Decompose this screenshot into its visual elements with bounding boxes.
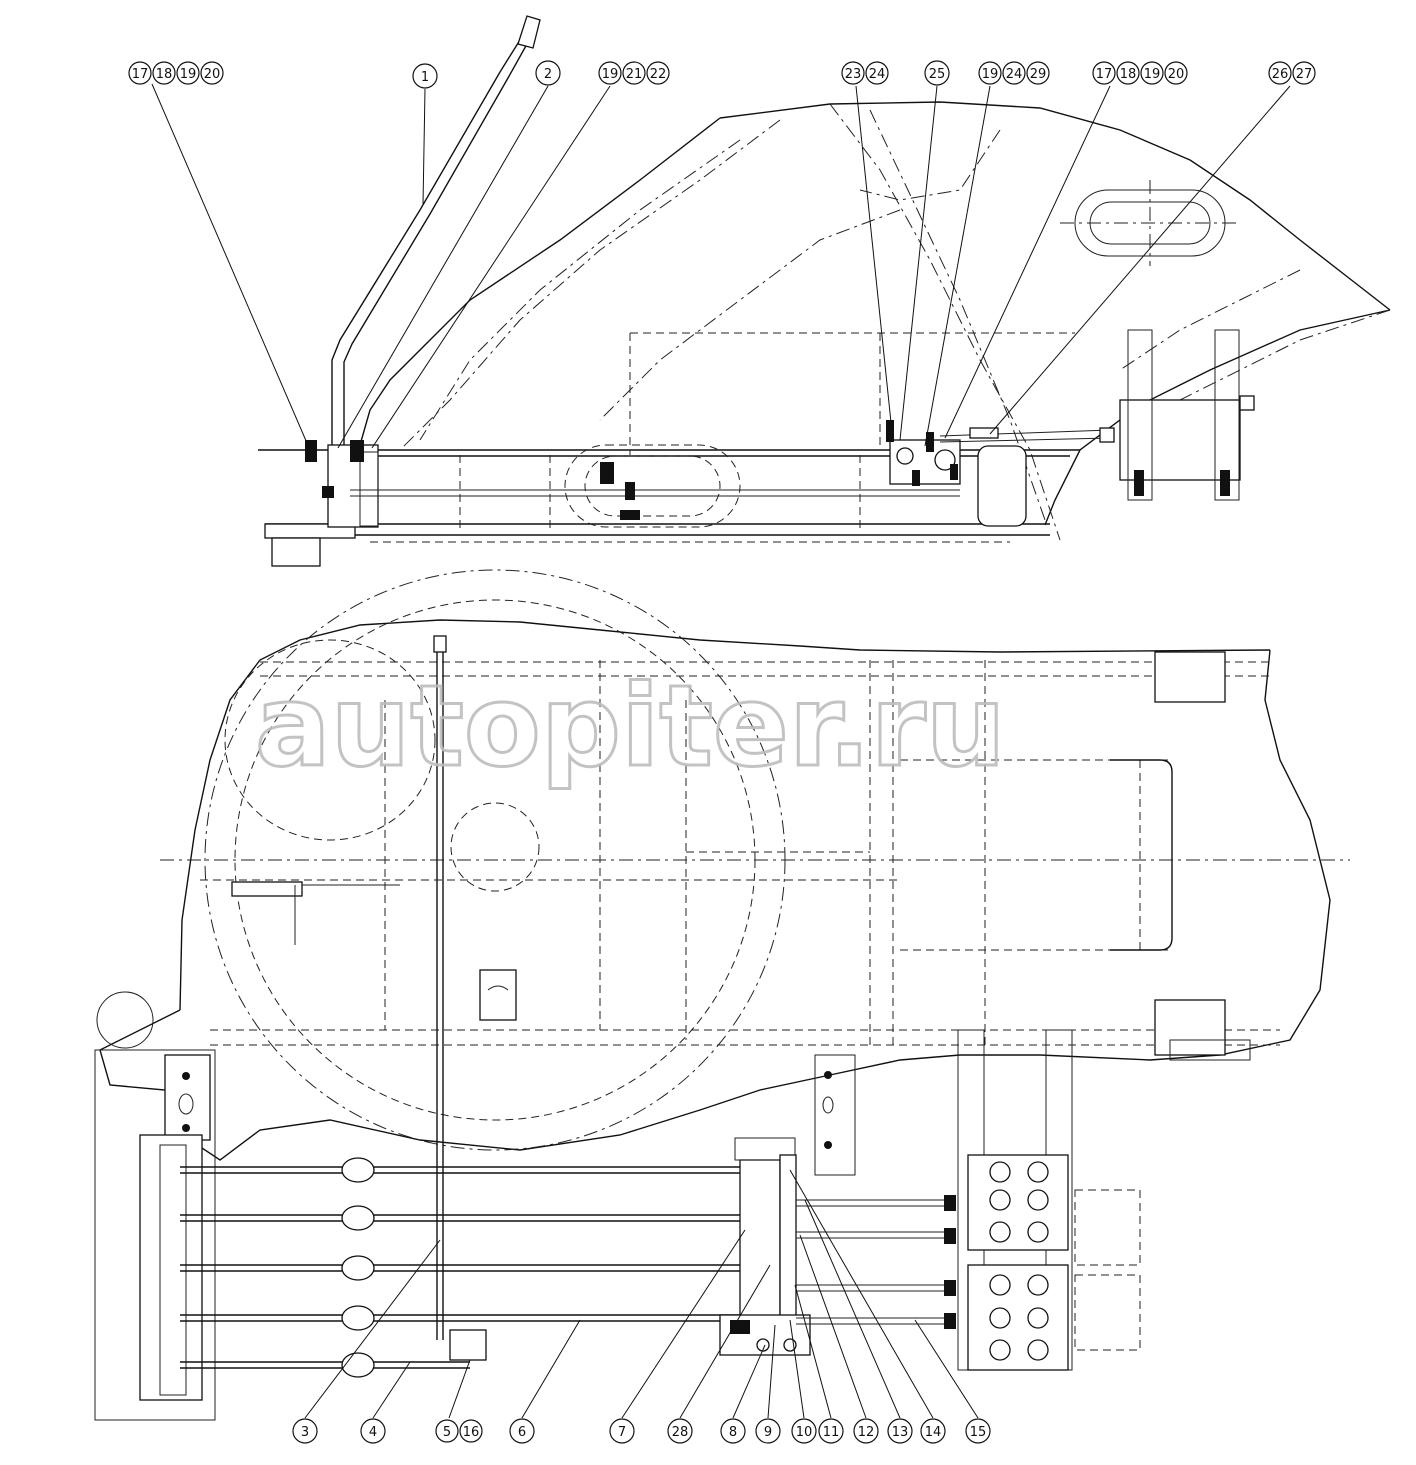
callout-label: 16 bbox=[463, 1425, 480, 1440]
callout-8: 8 bbox=[720, 1418, 746, 1444]
callout-7: 7 bbox=[609, 1418, 635, 1444]
callout-6: 6 bbox=[509, 1418, 535, 1444]
callout-15: 15 bbox=[965, 1418, 991, 1444]
callout-label: 5 bbox=[443, 1425, 451, 1440]
callout-group-19-21-22: 19 21 22 bbox=[598, 61, 670, 85]
callout-1: 1 bbox=[412, 63, 438, 89]
callout-12: 12 bbox=[853, 1418, 879, 1444]
callout-group-17-18-19-20-left: 17 18 19 20 bbox=[128, 61, 224, 85]
callout-label: 2 bbox=[544, 67, 552, 82]
valve-ports bbox=[989, 1161, 1049, 1361]
callout-label: 11 bbox=[823, 1425, 840, 1440]
callout-25: 25 bbox=[924, 60, 950, 86]
callout-label: 17 bbox=[1096, 67, 1113, 82]
callout-label: 28 bbox=[672, 1425, 689, 1440]
callout-label: 15 bbox=[970, 1425, 987, 1440]
callout-28: 28 bbox=[667, 1418, 693, 1444]
callout-label: 20 bbox=[1168, 67, 1185, 82]
callout-9: 9 bbox=[755, 1418, 781, 1444]
watermark-text: autopiter.ru bbox=[255, 662, 1006, 792]
callout-label: 17 bbox=[132, 67, 149, 82]
callout-label: 19 bbox=[602, 67, 619, 82]
callout-label: 14 bbox=[925, 1425, 942, 1440]
callout-label: 24 bbox=[1006, 67, 1023, 82]
callout-label: 27 bbox=[1296, 67, 1313, 82]
callout-group-19-24-29: 19 24 29 bbox=[978, 61, 1050, 85]
callout-13: 13 bbox=[887, 1418, 913, 1444]
callout-label: 3 bbox=[301, 1425, 309, 1440]
callout-14: 14 bbox=[920, 1418, 946, 1444]
callout-label: 26 bbox=[1272, 67, 1289, 82]
callout-label: 1 bbox=[421, 70, 429, 85]
callout-3: 3 bbox=[292, 1418, 318, 1444]
callout-label: 10 bbox=[796, 1425, 813, 1440]
callout-11: 11 bbox=[818, 1418, 844, 1444]
callout-label: 24 bbox=[869, 67, 886, 82]
callout-10: 10 bbox=[791, 1418, 817, 1444]
plan-view bbox=[94, 569, 1350, 1421]
callout-group-26-27: 26 27 bbox=[1268, 61, 1316, 85]
callout-label: 22 bbox=[650, 67, 667, 82]
callout-label: 19 bbox=[1144, 67, 1161, 82]
callout-group-23-24: 23 24 bbox=[841, 61, 889, 85]
callout-label: 19 bbox=[180, 67, 197, 82]
callout-group-5-16: 5 16 bbox=[435, 1419, 483, 1443]
callout-label: 6 bbox=[518, 1425, 526, 1440]
control-rods bbox=[180, 1157, 770, 1378]
callout-label: 13 bbox=[892, 1425, 909, 1440]
callout-label: 19 bbox=[982, 67, 999, 82]
callout-label: 8 bbox=[729, 1425, 737, 1440]
callout-label: 21 bbox=[626, 67, 643, 82]
callout-label: 12 bbox=[858, 1425, 875, 1440]
callout-2: 2 bbox=[535, 60, 561, 86]
callout-label: 4 bbox=[369, 1425, 377, 1440]
callout-label: 9 bbox=[764, 1425, 772, 1440]
callout-label: 29 bbox=[1030, 67, 1047, 82]
side-elevation-view bbox=[258, 15, 1391, 567]
callout-4: 4 bbox=[360, 1418, 386, 1444]
callout-label: 23 bbox=[845, 67, 862, 82]
callout-group-17-18-19-20-right: 17 18 19 20 bbox=[1092, 61, 1188, 85]
callout-label: 20 bbox=[204, 67, 221, 82]
callout-label: 7 bbox=[618, 1425, 626, 1440]
callout-label: 18 bbox=[156, 67, 173, 82]
callout-label: 25 bbox=[929, 67, 946, 82]
leader-lines bbox=[151, 83, 1291, 1419]
callout-label: 18 bbox=[1120, 67, 1137, 82]
